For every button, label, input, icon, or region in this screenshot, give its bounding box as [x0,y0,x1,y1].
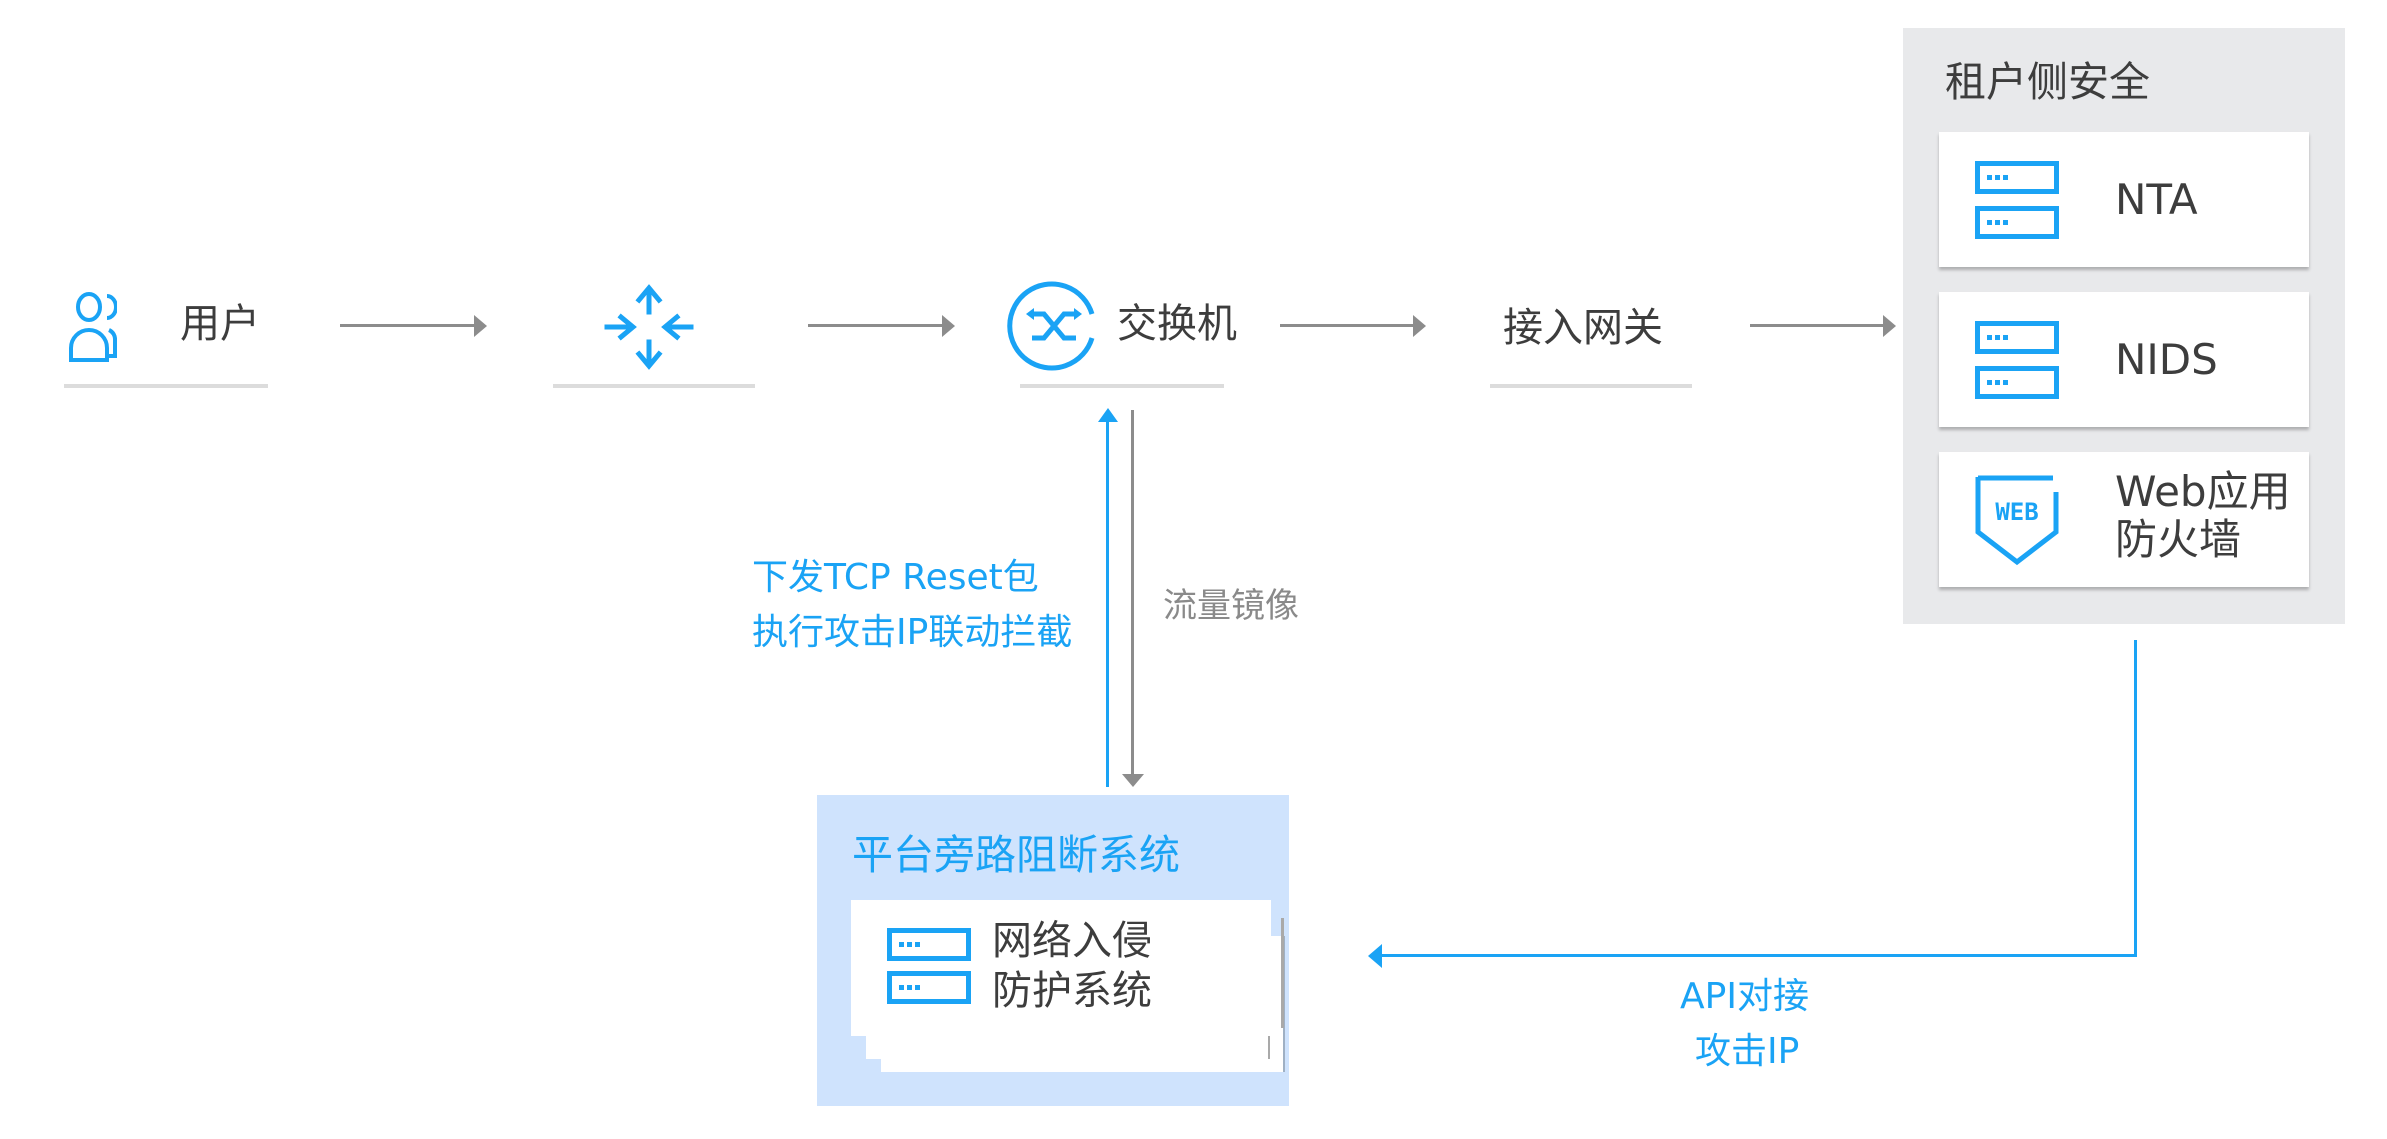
tenant-security-group: 租户侧安全 NTA NIDS W [1903,28,2345,624]
reset-label-line1: 下发TCP Reset包 [752,557,1039,598]
user-node: 用户 [64,280,268,390]
user-label: 用户 [180,301,260,347]
users-icon [69,292,117,364]
nta-card: NTA [1939,132,2309,267]
api-label-line2: 攻击IP [1695,1031,1800,1072]
mirror-label: 流量镜像 [1163,586,1299,626]
api-vertical-line [2134,640,2137,957]
arrowhead-right-icon [942,315,955,337]
switch-label: 交换机 [1117,301,1237,347]
arrowhead-left-icon [1368,944,1382,968]
router-icon [603,282,695,372]
tenant-group-title: 租户侧安全 [1945,58,2150,106]
waf-label-line1: Web应用 [2115,467,2291,516]
nips-label-line2: 防护系统 [992,968,1152,1014]
arrowhead-right-icon [1413,315,1426,337]
nta-label: NTA [2115,175,2198,224]
arrowhead-down-icon [1122,774,1144,787]
api-label-line1: API对接 [1680,976,1809,1017]
nips-card: 网络入侵 防护系统 [851,900,1284,1036]
arrowhead-right-icon [474,315,487,337]
nips-label-line1: 网络入侵 [992,918,1152,964]
arrow-router-to-switch [808,324,943,327]
arrowhead-up-icon [1098,408,1118,422]
api-horizontal-line [1380,954,2137,957]
reset-up-line [1106,412,1109,787]
arrow-gateway-to-tenant [1750,324,1884,327]
stack-edge [1281,918,1284,1028]
waf-label-line2: 防火墙 [2115,515,2242,565]
server-icon [1975,161,2059,239]
server-icon [887,928,971,1006]
router-underline [553,384,755,388]
arrowhead-right-icon [1883,315,1896,337]
gateway-label: 接入网关 [1503,305,1663,351]
switch-icon [1006,278,1102,374]
router-node [553,280,755,390]
server-icon [1975,321,2059,399]
user-underline [64,384,268,388]
switch-underline [1020,384,1224,388]
nids-card: NIDS [1939,292,2309,427]
gateway-underline [1490,384,1692,388]
platform-bypass-group: 平台旁路阻断系统 网络入侵 防护系统 [817,795,1289,1106]
waf-card: WEB Web应用 防火墙 [1939,452,2309,587]
platform-group-title: 平台旁路阻断系统 [852,831,1180,879]
arrow-user-to-router [340,324,475,327]
reset-label-line2: 执行攻击IP联动拦截 [752,612,1073,653]
web-shield-icon: WEB [1975,474,2059,566]
switch-node: 交换机 [1007,280,1237,390]
svg-text:WEB: WEB [1995,498,2038,526]
nids-label: NIDS [2115,335,2218,384]
arrow-switch-to-gateway [1280,324,1414,327]
nips-label: 网络入侵 防护系统 [992,916,1152,1016]
gateway-node: 接入网关 [1490,280,1692,390]
mirror-down-line [1131,410,1134,775]
waf-label: Web应用 防火墙 [2115,467,2291,565]
